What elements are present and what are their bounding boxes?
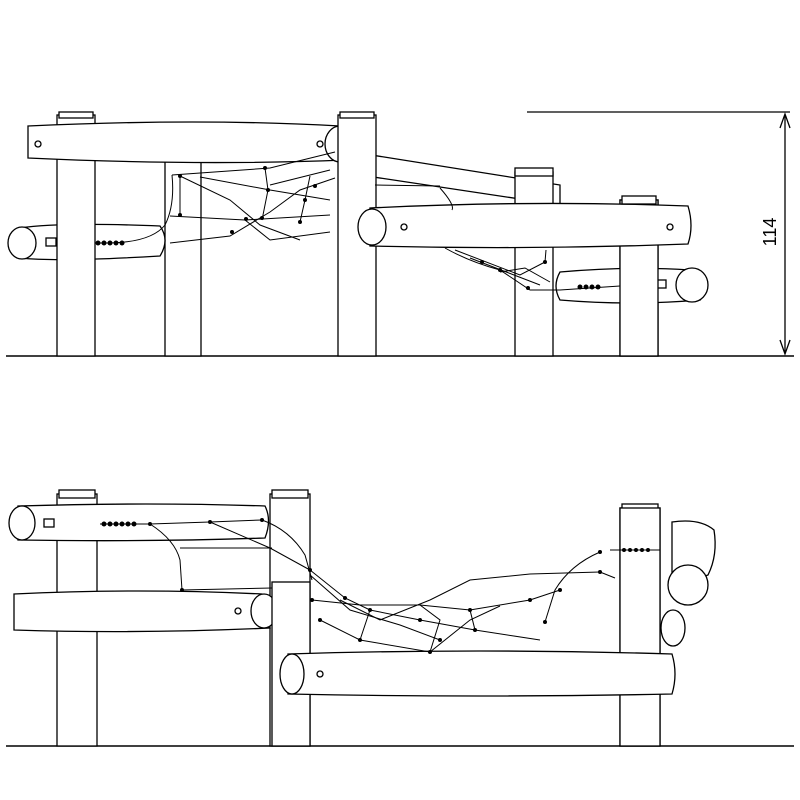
log-mid-left: [13, 590, 271, 633]
post: [514, 171, 554, 357]
log-top-left: [17, 503, 270, 542]
height-dimension-label: 114: [760, 218, 780, 247]
log-front: [287, 650, 676, 697]
rope-net-left: [95, 151, 336, 246]
post: [164, 159, 202, 357]
log-center: [369, 202, 692, 249]
front-elevation-view: [6, 489, 794, 747]
rope-net-right: [374, 184, 621, 291]
side-elevation-view: 114: [6, 111, 794, 357]
rope-net-front: [100, 518, 660, 654]
log-cut-face: [7, 226, 37, 260]
post: [619, 507, 661, 747]
log-top-left: [27, 121, 346, 164]
height-dimension: 114: [527, 111, 791, 356]
